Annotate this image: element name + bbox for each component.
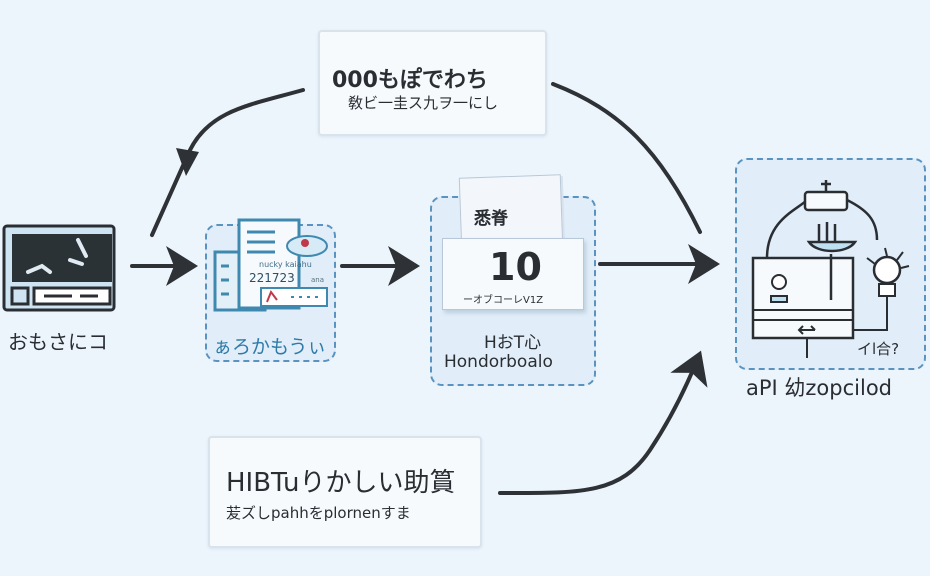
bottom-note-title: HIBTuりかしい助篔	[226, 468, 456, 498]
api-label: aPI 幼zopcilod	[746, 376, 892, 400]
document-icon	[213, 218, 328, 312]
api-machine-icon	[751, 180, 910, 358]
arrow-bottom-to-api	[498, 350, 708, 496]
dashboard-label-top: HおT心	[484, 333, 542, 353]
monitor-icon	[2, 224, 116, 312]
document-label: ぁろかもうぃ	[213, 336, 327, 358]
doc-header: nucky kaiahu	[259, 260, 312, 269]
top-note-title: 000もぽでわち	[332, 68, 488, 93]
arrow-head-top-left	[176, 148, 199, 176]
value-caption: ーオブコーレV1Z	[463, 295, 544, 306]
bottom-note: HIBTuりかしい助篔 苃ズしpahhをplornenすま	[208, 436, 482, 548]
node-terminal[interactable]: おもさにコ	[0, 222, 125, 362]
node-document[interactable]: nucky kaiahu 221723 ana ぁろかもうぃ	[205, 218, 336, 362]
dashboard-label: Hondorboalo	[444, 352, 553, 372]
node-api[interactable]: イl合?	[735, 158, 926, 370]
value-number: 10	[489, 245, 542, 289]
bottom-note-subtitle: 苃ズしpahhをplornenすま	[226, 504, 411, 522]
doc-number: 221723	[249, 271, 295, 285]
arrow-top-to-api	[551, 82, 702, 234]
top-note-subtitle: 敎ビ一圭ス九ヲ一にし	[348, 94, 499, 112]
value-card: 10 ーオブコーレV1Z	[442, 238, 584, 310]
arrow-top-to-document	[150, 88, 305, 237]
top-note: 000もぽでわち 敎ビ一圭ス九ヲ一にし	[318, 30, 547, 136]
doc-small: ana	[311, 276, 325, 284]
terminal-label: おもさにコ	[8, 330, 108, 354]
node-dashboard[interactable]: 悉脊 10 ーオブコーレV1Z HおT心 Hondorboalo	[430, 174, 596, 386]
api-inner-label: イl合?	[857, 340, 900, 358]
page-title: 悉脊	[474, 209, 508, 229]
